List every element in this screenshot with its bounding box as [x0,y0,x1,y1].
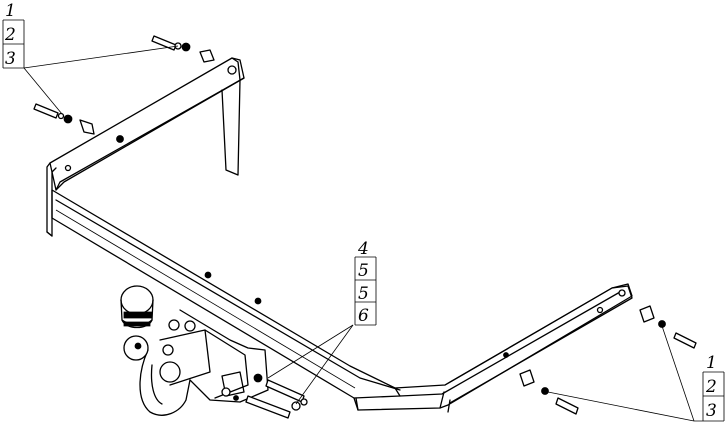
callout-bottom-right: 1 2 3 [694,353,725,422]
callout-label: 3 [5,49,16,69]
tow-ball-mount [123,309,269,416]
callout-label: 2 [705,377,717,397]
leader-lines [23,45,695,422]
bolt-center [245,373,308,419]
callout-label: 1 [5,1,16,21]
callout-label: 5 [358,261,369,281]
callout-center: 4 5 5 6 [354,239,377,326]
bolt-top [151,35,215,63]
callout-top-left: 1 2 3 [2,1,25,69]
callout-label: 6 [358,306,369,326]
callout-label: 1 [706,353,717,373]
tow-ball-cap [120,285,154,329]
callout-label: 3 [706,401,717,421]
bolt-right-upper [639,305,697,349]
callout-label: 2 [4,25,16,45]
callout-label: 4 [357,239,369,259]
bolt-left [33,103,95,135]
left-mounting-bracket [46,57,245,237]
right-mounting-bracket [444,285,633,413]
callout-label: 5 [358,284,369,304]
bolt-right-lower [519,369,579,415]
